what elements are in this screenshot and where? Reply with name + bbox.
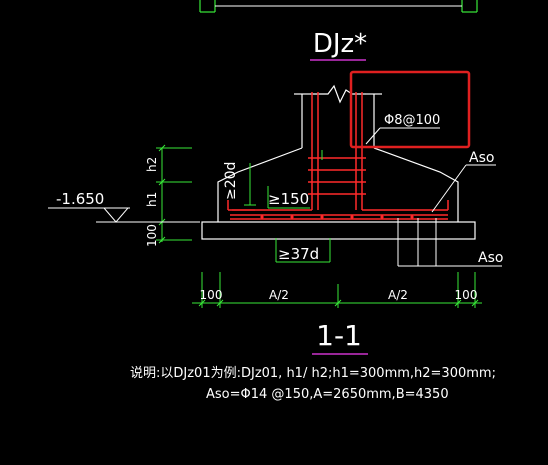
- anchor-20d-label: ≥20d: [223, 162, 239, 200]
- dim-bottom-a-half-right: A/2: [388, 288, 408, 302]
- section-label: 1-1: [316, 319, 362, 352]
- stirrup-leader: [365, 127, 440, 145]
- anchor-37d-label: ≥37d: [278, 245, 319, 263]
- dim-bottom-a-half-left: A/2: [269, 288, 289, 302]
- note-line-1: 说明:以DJz01为例:DJz01, h1/ h2;h1=300mm,h2=30…: [130, 366, 496, 381]
- min-150-label: ≥150: [268, 190, 309, 208]
- aso-bottom-leader: [397, 218, 502, 267]
- drawing-title: DJz*: [313, 29, 367, 59]
- aso-bottom-label: Aso: [478, 250, 503, 266]
- dim-bottom-100-left: 100: [200, 288, 223, 302]
- elevation-marker: [48, 207, 200, 223]
- rebar-cage: [227, 92, 449, 220]
- base-slab: [201, 221, 476, 240]
- rebar-dots: [260, 215, 414, 219]
- dim-100-vertical-label: 100: [145, 224, 159, 247]
- horizontal-dimension: [192, 272, 482, 308]
- anchor-annotations: [244, 150, 331, 263]
- elevation-label: -1.650: [56, 190, 104, 208]
- vertical-dimension: [156, 144, 192, 244]
- column-outline: [294, 84, 382, 148]
- note-line-2: Aso=Φ14 @150,A=2650mm,B=4350: [206, 387, 449, 402]
- dim-bottom-100-right: 100: [455, 288, 478, 302]
- dim-h1-label: h1: [145, 192, 159, 207]
- aso-top-label: Aso: [469, 150, 494, 166]
- top-partial-lines: [199, 0, 478, 13]
- pedestal-outline: [217, 147, 459, 222]
- highlight-box: [349, 70, 471, 149]
- dim-h2-label: h2: [145, 157, 159, 172]
- stirrup-label: Φ8@100: [384, 113, 440, 128]
- aso-top-leader: [431, 164, 496, 213]
